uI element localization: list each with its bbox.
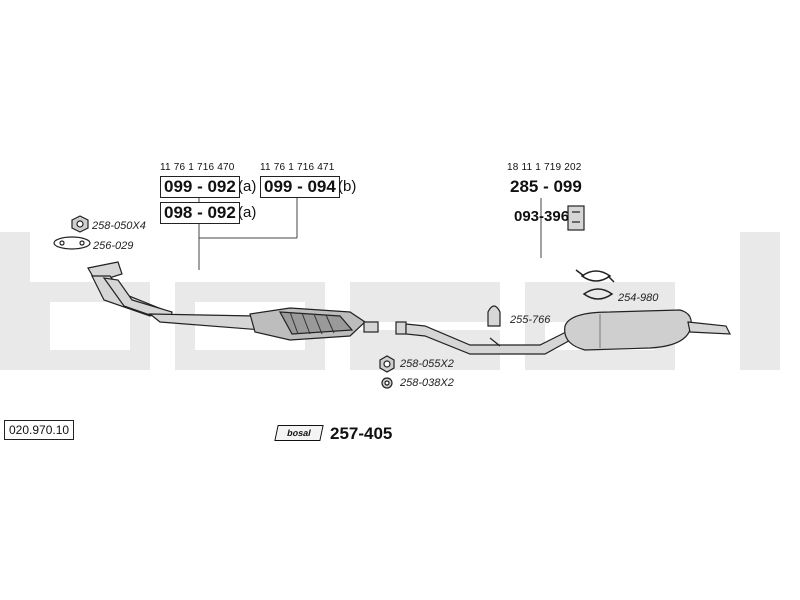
label-clamp[interactable]: 254-980: [618, 292, 659, 304]
part-box-099-092[interactable]: 099 - 092: [160, 176, 240, 198]
ring-icon: [381, 377, 393, 389]
catalog-reference: 020.970.10: [4, 420, 75, 440]
part-suffix-a-2: (a): [238, 204, 257, 221]
rubber-mount-icon: [487, 305, 501, 327]
part-box-099-094[interactable]: 099 - 094: [260, 176, 340, 198]
part-box-098-092[interactable]: 098 - 092: [160, 202, 240, 224]
clamp-icon: [575, 269, 615, 300]
part-suffix-a: (a): [238, 178, 257, 195]
rear-part-number[interactable]: 285 - 099: [510, 177, 582, 196]
catalytic-converter: [249, 307, 379, 341]
front-downpipe: [87, 261, 173, 323]
rear-silencer: [564, 309, 731, 351]
gasket-icon: [53, 236, 91, 250]
part-code: 098 - 092: [164, 203, 236, 222]
kit-number[interactable]: 257-405: [330, 424, 393, 443]
part-code: 099 - 092: [164, 177, 236, 196]
bracket-icon: [567, 205, 585, 231]
label-ring[interactable]: 258-038X2: [400, 377, 454, 389]
oe-number-front-a: 11 76 1 716 470: [160, 162, 235, 173]
nut-icon-top: [71, 215, 89, 233]
bosal-logo: bosal: [274, 425, 324, 441]
rear-pipe: [395, 321, 575, 355]
front-pipe: [148, 313, 264, 331]
label-nut-mid[interactable]: 258-055X2: [400, 358, 454, 370]
part-code: 099 - 094: [264, 177, 336, 196]
label-rubber-mount[interactable]: 255-766: [510, 314, 551, 326]
oe-number-rear: 18 11 1 719 202: [507, 162, 582, 173]
oe-number-front-b: 11 76 1 716 471: [260, 162, 335, 173]
label-nut-top[interactable]: 258-050X4: [92, 220, 146, 232]
nut-icon-mid: [379, 355, 395, 373]
part-suffix-b: (b): [338, 178, 357, 195]
bracket-part-number[interactable]: 093-396: [514, 208, 570, 225]
label-gasket[interactable]: 256-029: [93, 240, 134, 252]
